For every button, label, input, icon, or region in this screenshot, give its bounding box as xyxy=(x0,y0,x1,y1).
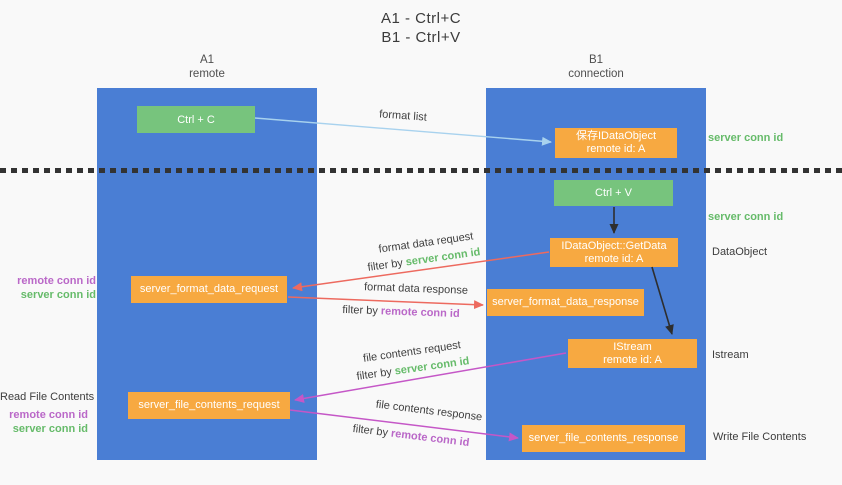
istream-title: IStream xyxy=(613,340,652,353)
save-idataobject-node: 保存IDataObject remote id: A xyxy=(555,128,677,158)
server-format-data-response-node: server_format_data_response xyxy=(487,289,644,316)
save-idataobject-subtitle: remote id: A xyxy=(586,143,646,155)
server-conn-id-side-label: server conn id xyxy=(12,423,88,435)
filter-by-remote-conn-id-label-2: filter by remote conn id xyxy=(352,423,470,449)
dataobject-side-label: DataObject xyxy=(712,246,768,258)
left-conn-id-labels-file: Read File Contents remote conn id server… xyxy=(0,390,95,436)
filter-by-text: filter by xyxy=(366,256,407,274)
column-b1-name: B1 xyxy=(588,54,604,66)
column-header-b1: B1 connection xyxy=(486,53,706,81)
column-a1-subtitle: remote xyxy=(189,68,225,80)
remote-conn-id-text: remote conn id xyxy=(390,427,470,450)
file-contents-response-label: file contents response xyxy=(375,398,483,424)
column-header-a1: A1 remote xyxy=(97,53,317,81)
server-file-contents-request-node: server_file_contents_request xyxy=(128,392,290,419)
remote-conn-id-side-label: remote conn id xyxy=(9,409,88,421)
getdata-subtitle: remote id: A xyxy=(584,252,644,265)
istream-side-label: Istream xyxy=(712,349,749,361)
filter-by-text: filter by xyxy=(352,422,392,440)
title-line-1: A1 - Ctrl+C xyxy=(380,10,462,27)
server-file-contents-response-node: server_file_contents_response xyxy=(522,425,685,452)
format-data-response-arrow xyxy=(287,296,484,310)
filter-by-text: filter by xyxy=(355,365,396,383)
server-conn-id-side-label: server conn id xyxy=(20,289,96,301)
dashed-divider xyxy=(0,168,842,173)
ctrl-v-key: Ctrl + V xyxy=(554,180,673,206)
write-file-contents-side-label: Write File Contents xyxy=(713,431,807,443)
getdata-node: IDataObject::GetData remote id: A xyxy=(550,238,678,267)
filter-by-text: filter by xyxy=(342,303,382,318)
ctrl-c-key: Ctrl + C xyxy=(137,106,255,133)
left-conn-id-labels-format: remote conn id server conn id xyxy=(0,274,96,302)
istream-node: IStream remote id: A xyxy=(568,339,697,368)
save-idataobject-title: 保存IDataObject xyxy=(575,130,657,142)
title-line-2: B1 - Ctrl+V xyxy=(381,29,461,46)
format-list-label: format list xyxy=(378,108,428,124)
read-file-contents-side-label: Read File Contents xyxy=(0,391,95,403)
diagram-title: A1 - Ctrl+C B1 - Ctrl+V xyxy=(0,9,842,47)
getdata-title: IDataObject::GetData xyxy=(561,239,667,252)
server-conn-id-side-label-top: server conn id xyxy=(708,132,784,144)
column-a1-name: A1 xyxy=(199,54,215,66)
istream-subtitle: remote id: A xyxy=(603,353,662,366)
column-b1-subtitle: connection xyxy=(568,68,624,80)
remote-conn-id-side-label: remote conn id xyxy=(17,275,96,287)
server-format-data-request-node: server_format_data_request xyxy=(131,276,287,303)
format-data-response-label: format data response xyxy=(363,281,469,297)
remote-conn-id-text: remote conn id xyxy=(380,305,460,321)
filter-by-remote-conn-id-label-1: filter by remote conn id xyxy=(342,304,460,320)
server-conn-id-side-label-mid: server conn id xyxy=(708,211,784,223)
